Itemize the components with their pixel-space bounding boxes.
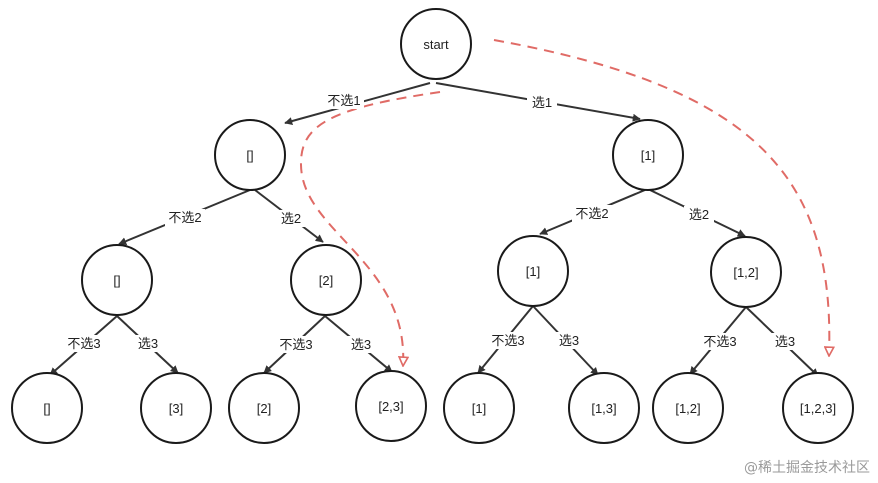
node-l3-c: [2] xyxy=(228,372,300,444)
traversal-arrows xyxy=(299,39,829,366)
edge-label-c-skip: 不选3 xyxy=(67,336,100,351)
node-l3-a-label: [] xyxy=(43,401,50,416)
node-l3-h-label: [1,2,3] xyxy=(800,401,836,416)
edge-label-c-pick: 选3 xyxy=(138,336,158,351)
edge-label-b-skip: 不选2 xyxy=(575,206,608,221)
node-l3-a: [] xyxy=(11,372,83,444)
watermark: @稀土掘金技术社区 xyxy=(744,460,870,476)
node-l3-h: [1,2,3] xyxy=(782,372,854,444)
node-l2-d: [1,2] xyxy=(710,236,782,308)
node-l3-g-label: [1,2] xyxy=(675,401,700,416)
node-l3-d-label: [2,3] xyxy=(378,399,403,414)
node-l3-f-label: [1,3] xyxy=(591,401,616,416)
node-l3-f: [1,3] xyxy=(568,372,640,444)
node-root: start xyxy=(400,8,472,80)
edge-label-e-pick: 选3 xyxy=(559,333,579,348)
node-l2-d-label: [1,2] xyxy=(733,265,758,280)
node-l3-c-label: [2] xyxy=(257,401,271,416)
node-l3-e: [1] xyxy=(443,372,515,444)
dashed-arrow-to-23 xyxy=(299,91,441,366)
node-l1-pick: [1] xyxy=(612,119,684,191)
node-l3-b-label: [3] xyxy=(169,401,183,416)
node-l3-d: [2,3] xyxy=(355,370,427,442)
node-l2-a-label: [] xyxy=(113,273,120,288)
node-l2-c: [1] xyxy=(497,235,569,307)
dashed-arrow-to-123 xyxy=(493,39,829,356)
edges xyxy=(49,82,819,377)
edge-label-f-skip: 不选3 xyxy=(703,334,736,349)
node-l1-pick-label: [1] xyxy=(641,148,655,163)
node-l2-c-label: [1] xyxy=(526,264,540,279)
node-l2-b: [2] xyxy=(290,244,362,316)
node-l2-a: [] xyxy=(81,244,153,316)
node-l1-skip-label: [] xyxy=(246,148,253,163)
node-l3-g: [1,2] xyxy=(652,372,724,444)
node-l3-b: [3] xyxy=(140,372,212,444)
edge-label-b-pick: 选2 xyxy=(689,207,709,222)
edge-label-d-pick: 选3 xyxy=(351,337,371,352)
nodes: start [] [1] [] [2] [1] [1,2] [] xyxy=(11,8,854,444)
node-root-label: start xyxy=(423,37,449,52)
edge-label-root-pick: 选1 xyxy=(532,95,552,110)
node-l2-b-label: [2] xyxy=(319,273,333,288)
edge-label-a-skip: 不选2 xyxy=(168,210,201,225)
edge-label-f-pick: 选3 xyxy=(775,334,795,349)
edge-label-e-skip: 不选3 xyxy=(491,333,524,348)
edge-label-d-skip: 不选3 xyxy=(279,337,312,352)
edge-label-a-pick: 选2 xyxy=(281,211,301,226)
node-l1-skip: [] xyxy=(214,119,286,191)
edge-labels: 不选1 选1 不选2 选2 不选2 选2 不选3 选3 不选3 选3 不选3 选… xyxy=(64,92,800,353)
node-l3-e-label: [1] xyxy=(472,401,486,416)
edge-label-root-skip: 不选1 xyxy=(327,93,360,108)
